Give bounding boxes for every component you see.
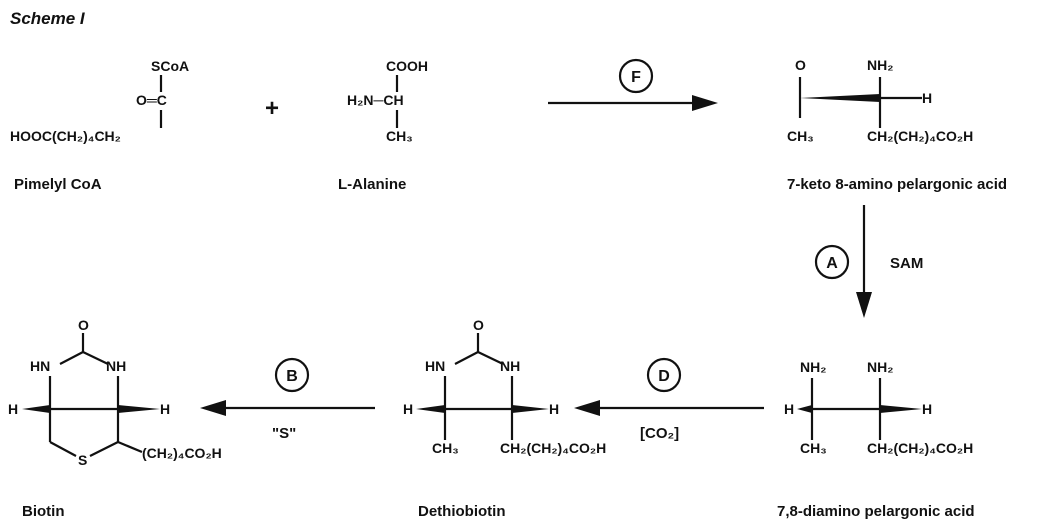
kapa-side-chain: CH₂(CH₂)₄CO₂H bbox=[867, 128, 973, 144]
enzyme-a-label: A bbox=[826, 255, 838, 272]
dethiobiotin-nh: NH bbox=[500, 358, 520, 374]
amino-ch-group: H₂N─CH bbox=[347, 92, 404, 108]
dethiobiotin-hydrogen-left: H bbox=[403, 401, 413, 417]
kapa-oxygen: O bbox=[795, 57, 806, 73]
kapa-amine: NH₂ bbox=[867, 57, 893, 73]
enzyme-d-label: D bbox=[658, 368, 670, 385]
biotin-hydrogen-right: H bbox=[160, 401, 170, 417]
dethiobiotin-ring-left bbox=[454, 351, 479, 365]
biotin-hn: HN bbox=[30, 358, 50, 374]
biotin-ring-right bbox=[82, 351, 109, 365]
biotin-cs-right bbox=[89, 441, 119, 457]
biotin-label: Biotin bbox=[22, 503, 65, 520]
biotin-cs-left bbox=[49, 441, 77, 457]
biotin-side-chain: (CH₂)₄CO₂H bbox=[142, 445, 222, 461]
sam-cofactor: SAM bbox=[890, 255, 923, 272]
dapa-wedge-right bbox=[880, 405, 922, 413]
dapa-structure: NH₂ NH₂ H H CH₃ CH₂(CH₂)₄CO₂H bbox=[784, 359, 973, 456]
enzyme-b-label: B bbox=[286, 368, 298, 385]
dethiobiotin-methyl: CH₃ bbox=[432, 440, 459, 456]
dethiobiotin-hn: HN bbox=[425, 358, 445, 374]
kapa-methyl: CH₃ bbox=[787, 128, 814, 144]
dapa-side-chain: CH₂(CH₂)₄CO₂H bbox=[867, 440, 973, 456]
enzyme-d-circle bbox=[646, 357, 682, 393]
alanine-methyl: CH₃ bbox=[386, 128, 413, 144]
arrow-f-head bbox=[692, 95, 718, 111]
kapa-structure: O NH₂ H CH₃ CH₂(CH₂)₄CO₂H bbox=[787, 57, 973, 144]
dethiobiotin-hydrogen-right: H bbox=[549, 401, 559, 417]
enzyme-b-circle bbox=[274, 357, 310, 393]
biotin-oxygen: O bbox=[78, 317, 89, 333]
dethiobiotin-wedge-left bbox=[416, 405, 445, 413]
pimelyl-coa-label: Pimelyl CoA bbox=[14, 176, 102, 193]
dapa-methyl: CH₃ bbox=[800, 440, 827, 456]
biotin-chain-bond bbox=[117, 440, 143, 454]
arrow-a-head bbox=[856, 292, 872, 318]
biotin-wedge-right bbox=[118, 405, 160, 413]
biotin-wedge-left bbox=[22, 405, 50, 413]
dethiobiotin-structure: O HN NH H H CH₃ CH₂(CH₂)₄CO₂H bbox=[403, 317, 606, 456]
dapa-amine-8: NH₂ bbox=[867, 359, 893, 375]
carbonyl-group: O═C bbox=[136, 92, 167, 108]
kapa-label: 7-keto 8-amino pelargonic acid bbox=[787, 176, 1007, 193]
dethiobiotin-label: Dethiobiotin bbox=[418, 503, 505, 520]
enzyme-a-circle bbox=[814, 244, 850, 280]
dapa-hydrogen-left: H bbox=[784, 401, 794, 417]
hooc-chain: HOOC(CH₂)₄CH₂ bbox=[10, 128, 121, 144]
dethiobiotin-oxygen: O bbox=[473, 317, 484, 333]
l-alanine-structure: COOH H₂N─CH CH₃ bbox=[347, 58, 428, 144]
dapa-amine-7: NH₂ bbox=[800, 359, 826, 375]
kapa-hydrogen: H bbox=[922, 90, 932, 106]
dapa-wedge-left bbox=[797, 405, 812, 413]
dapa-label: 7,8-diamino pelargonic acid bbox=[777, 503, 975, 520]
biotin-nh: NH bbox=[106, 358, 126, 374]
dapa-hydrogen-right: H bbox=[922, 401, 932, 417]
enzyme-f-circle bbox=[618, 58, 654, 94]
arrow-b-head bbox=[200, 400, 226, 416]
kapa-wedge-bond bbox=[800, 94, 880, 102]
dethiobiotin-ring-right bbox=[477, 351, 504, 365]
dethiobiotin-side-chain: CH₂(CH₂)₄CO₂H bbox=[500, 440, 606, 456]
scoa-group: SCoA bbox=[151, 58, 189, 74]
enzyme-f-label: F bbox=[631, 69, 641, 86]
l-alanine-label: L-Alanine bbox=[338, 176, 406, 193]
scheme-title: Scheme I bbox=[10, 9, 86, 28]
biotin-hydrogen-left: H bbox=[8, 401, 18, 417]
biotin-structure: O HN NH H H S (CH₂)₄CO₂H bbox=[8, 317, 222, 468]
biotin-sulfur: S bbox=[78, 452, 87, 468]
biotin-ring-left bbox=[59, 351, 84, 365]
pimelyl-coa-structure: SCoA O═C HOOC(CH₂)₄CH₂ bbox=[10, 58, 189, 144]
arrow-d-head bbox=[574, 400, 600, 416]
dethiobiotin-wedge-right bbox=[512, 405, 549, 413]
co2-cofactor: [CO₂] bbox=[640, 425, 679, 442]
plus-sign: + bbox=[265, 95, 279, 122]
sulfur-cofactor: "S" bbox=[272, 425, 296, 442]
carboxyl-group: COOH bbox=[386, 58, 428, 74]
